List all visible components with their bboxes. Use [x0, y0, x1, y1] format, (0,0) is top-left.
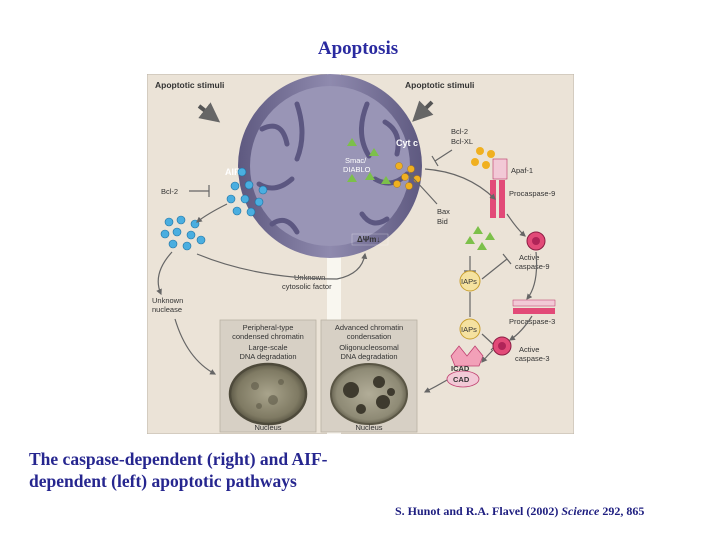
iaps-bottom-label: IAPs — [461, 325, 477, 334]
released-aif-dots — [160, 215, 206, 251]
active-caspase3-label-1: Active — [519, 345, 539, 354]
left-panel-label-1: Peripheral-type — [243, 323, 294, 332]
left-nucleus-label: Nucleus — [254, 423, 281, 432]
active-caspase9-label-2: caspase-9 — [515, 262, 550, 271]
iaps-inhibit-casp9 — [481, 253, 512, 280]
unknown-nuclease-label-2: nuclease — [152, 305, 182, 314]
unknown-nuclease-label-1: Unknown — [152, 296, 183, 305]
left-nucleus-panel: Peripheral-type condensed chromatin Larg… — [219, 319, 317, 433]
procaspase3-shape — [512, 299, 556, 314]
right-nucleus-label: Nucleus — [355, 423, 382, 432]
figure-caption: The caspase-dependent (right) and AIF- d… — [29, 448, 429, 492]
procaspase9-label: Procaspase-9 — [509, 189, 555, 198]
smac-label: Smac/ — [345, 156, 367, 165]
cad-to-nucleus-arrow — [423, 379, 448, 393]
icad-cad-complex — [446, 345, 484, 388]
stimuli-right-label: Apoptotic stimuli — [405, 80, 474, 90]
apoptosis-pathway-figure: Apoptotic stimuli Apoptotic stimuli AIF … — [147, 74, 574, 434]
right-panel-label-3: Oligonucleosomal — [339, 343, 399, 352]
smac-triangles — [347, 138, 391, 184]
left-nucleus-image — [228, 362, 308, 426]
unknown-factor-arrow — [196, 252, 368, 280]
citation-ref: 292, 865 — [599, 504, 645, 518]
casp9-to-procasp3-arrow — [526, 251, 538, 300]
left-panel-label-4: DNA degradation — [239, 352, 296, 361]
aif-to-nuclease-arrow — [156, 251, 173, 296]
slide-title: Apoptosis — [317, 38, 399, 59]
iaps-bottom — [459, 318, 481, 340]
nuclease-to-nucleus-arrow — [174, 318, 217, 375]
right-panel-label-2: condensation — [347, 332, 392, 341]
active-caspase9-label-1: Active — [519, 253, 539, 262]
stimuli-arrow-left — [197, 102, 221, 123]
right-nucleus-image — [330, 363, 408, 425]
iaps-top-label: IAPs — [461, 277, 477, 286]
procasp9-to-active-arrow — [506, 213, 526, 237]
procasp3-to-active-arrow — [509, 315, 533, 341]
citation-journal: Science — [561, 504, 600, 518]
iaps-top — [459, 270, 481, 292]
right-panel-label-4: DNA degradation — [340, 352, 397, 361]
right-nucleus-panel: Advanced chromatin condensation Oligonuc… — [320, 319, 418, 433]
stimuli-left-label: Apoptotic stimuli — [155, 80, 224, 90]
citation: S. Hunot and R.A. Flavel (2002) Science … — [395, 504, 705, 519]
unknown-factor-label-1: Unknown — [294, 273, 325, 282]
cytc-dots — [393, 162, 421, 190]
released-smac-triangles — [465, 226, 495, 250]
right-panel-label-1: Advanced chromatin — [335, 323, 403, 332]
icad-label: ICAD — [451, 364, 470, 373]
aif-label: AIF — [225, 167, 240, 177]
bax-arrow — [408, 173, 438, 205]
stimuli-arrow-right — [412, 100, 434, 122]
procaspase3-label: Procaspase-3 — [509, 317, 555, 326]
cytc-label: Cyt c — [396, 138, 418, 148]
left-panel-label-2: condensed chromatin — [232, 332, 304, 341]
apaf1-label: Apaf-1 — [511, 166, 533, 175]
bcl2-right-label: Bcl-2 — [451, 127, 468, 136]
aif-efflux-arrow — [196, 203, 228, 223]
aif-dots — [226, 167, 268, 217]
active-caspase3-label-2: caspase-3 — [515, 354, 550, 363]
bcl2-left-inhibition — [189, 185, 210, 197]
mitochondrion — [238, 74, 422, 258]
bid-label: Bid — [437, 217, 448, 226]
casp3-to-icad-arrow — [481, 349, 494, 363]
bcl2-left-label: Bcl-2 — [161, 187, 178, 196]
delta-psi-label: ΔΨm↓ — [357, 235, 380, 244]
apaf1-complex — [471, 147, 508, 180]
bclxl-label: Bcl-XL — [451, 137, 473, 146]
bcl2-right-inhibition — [431, 149, 453, 167]
cad-label: CAD — [453, 375, 470, 384]
caption-line-2: dependent (left) apoptotic pathways — [29, 471, 297, 491]
caption-line-1: The caspase-dependent (right) and AIF- — [29, 449, 328, 469]
cytc-release-arrow — [424, 168, 496, 200]
left-panel-label-3: Large-scale — [248, 343, 287, 352]
diablo-label: DIABLO — [343, 165, 371, 174]
citation-authors: S. Hunot and R.A. Flavel (2002) — [395, 504, 559, 518]
unknown-factor-label-2: cytosolic factor — [282, 282, 332, 291]
bax-label: Bax — [437, 207, 450, 216]
